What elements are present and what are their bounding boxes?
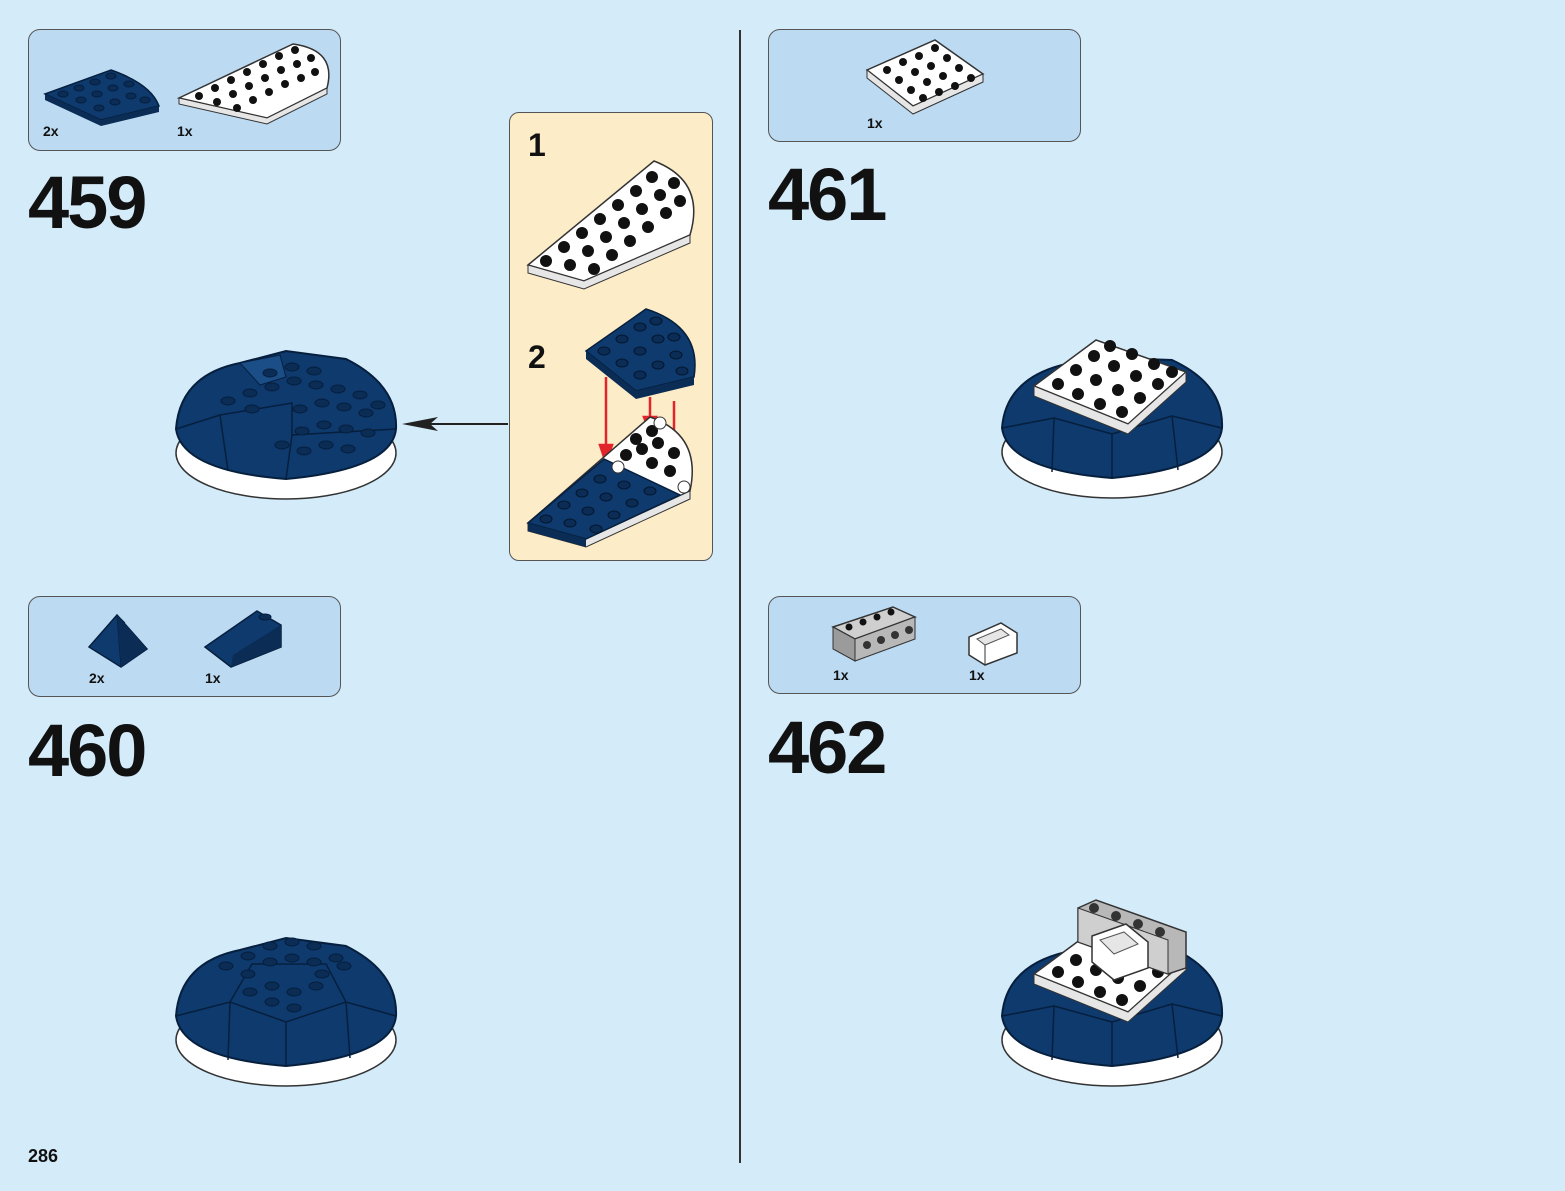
part-qty: 1x [205, 670, 221, 686]
dark-blue-corner-slope-icon [87, 613, 149, 668]
dark-blue-round-base-model [1000, 339, 1224, 499]
white-4x4-plate-icon [865, 39, 985, 115]
dark-blue-round-base-model [174, 936, 398, 1087]
grey-1x4-brick-with-studs-icon [831, 606, 917, 662]
part-qty: 2x [43, 123, 59, 139]
part-qty: 2x [89, 670, 105, 686]
substep-number: 1 [528, 127, 546, 163]
page-number: 286 [28, 1146, 59, 1166]
step-number: 461 [768, 153, 887, 236]
step-number: 459 [28, 161, 147, 244]
left-arrow-icon [402, 417, 508, 431]
substep-callout: 1 2 [509, 112, 713, 561]
parts-list-459: 2x 1x [28, 29, 341, 151]
white-half-round-plate-icon [526, 160, 695, 290]
dark-blue-quarter-round-plate-icon [43, 69, 160, 126]
white-half-round-plate-icon [176, 43, 330, 125]
white-container-icon [968, 622, 1018, 666]
dark-blue-round-base-model [1000, 899, 1224, 1087]
part-qty: 1x [177, 123, 193, 139]
dark-blue-quarter-round-plate-icon [584, 308, 696, 399]
combined-half-round-plate-icon [526, 416, 693, 548]
parts-list-460: 2x 1x [28, 596, 341, 697]
parts-list-462: 1x 1x [768, 596, 1081, 694]
dark-blue-slope-icon [203, 610, 282, 668]
substep-number: 2 [528, 339, 546, 375]
page-divider [739, 30, 741, 1163]
parts-list-461: 1x [768, 29, 1081, 142]
dark-blue-round-base-model [174, 349, 398, 500]
part-qty: 1x [867, 115, 883, 131]
part-qty: 1x [969, 667, 985, 683]
part-qty: 1x [833, 667, 849, 683]
step-number: 462 [768, 706, 887, 789]
step-number: 460 [28, 709, 147, 792]
